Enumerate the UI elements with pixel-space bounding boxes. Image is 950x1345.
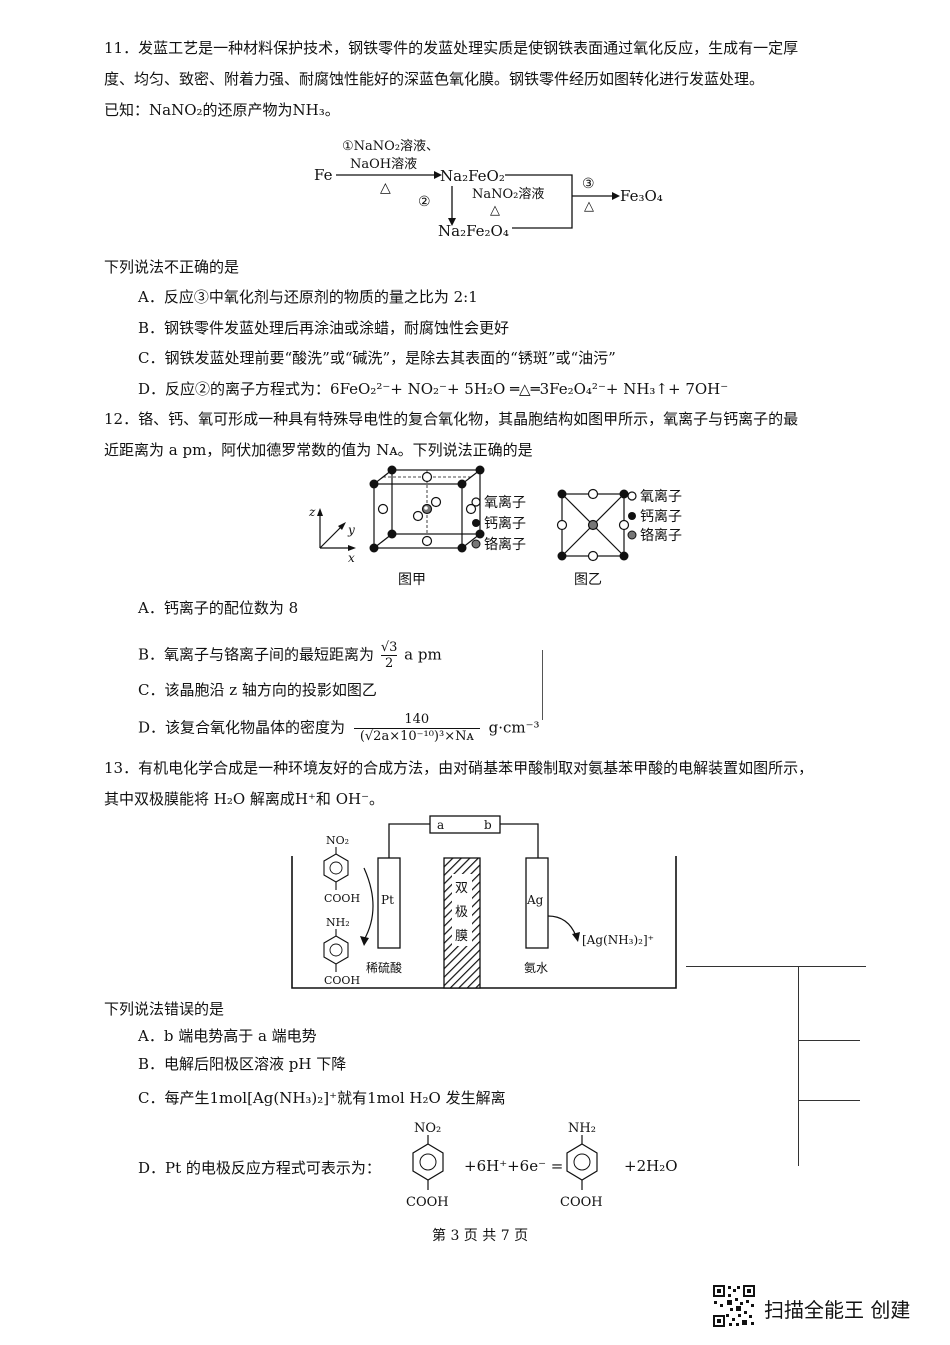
flow-heat-3: △ — [584, 199, 594, 214]
q11-question: 下列说法不正确的是 — [104, 258, 240, 276]
d-label-no2: NO₂ — [414, 1121, 441, 1136]
fig-yi: 氧离子 钙离子 铬离子 图乙 — [556, 488, 682, 588]
q13-option-c: C．每产生1mol[Ag(NH₃)₂]⁺就有1mol H₂O 发生解离 — [138, 1089, 506, 1107]
terminal-a: a — [437, 818, 444, 832]
jia-legend-oxygen: 氧离子 — [484, 494, 526, 511]
terminal-b: b — [484, 818, 492, 832]
page-number: 第 3 页 共 7 页 — [432, 1228, 529, 1244]
label-no2: NO₂ — [326, 834, 349, 847]
q12-option-d: D．该复合氧化物晶体的密度为 140 (√2a×10⁻¹⁰)³×Nᴀ g·cm⁻… — [138, 712, 540, 745]
axis-z: z — [308, 505, 316, 519]
q12-option-b-prefix: B．氧离子与铬离子间的最短距离为 — [138, 645, 375, 664]
flow-step3: ③ — [582, 176, 595, 192]
q12-option-a: A．钙离子的配位数为 8 — [138, 599, 299, 617]
scan-artifact-rule-2 — [798, 966, 799, 1166]
scan-artifact-rule-4 — [798, 1100, 860, 1101]
flow-fe3o4: Fe₃O₄ — [620, 187, 663, 205]
q12-option-d-fraction: 140 (√2a×10⁻¹⁰)³×Nᴀ — [353, 712, 480, 745]
q12-option-c: C．该晶胞沿 z 轴方向的投影如图乙 — [138, 681, 377, 699]
flow-heat-1: △ — [380, 180, 391, 196]
yi-legend-calcium: 钙离子 — [640, 508, 682, 525]
label-nh2: NH₂ — [326, 916, 350, 929]
nitrobenzoic-acid-structure: NO₂ COOH — [406, 1121, 449, 1210]
scan-artifact-rule-1 — [686, 966, 866, 967]
q11-stem-line3: 已知：NaNO₂的还原产物为NH₃。 — [104, 101, 340, 119]
q13-option-d-prefix: D．Pt 的电极反应方程式可表示为： — [138, 1159, 381, 1177]
yi-caption: 图乙 — [574, 572, 602, 588]
label-cooh-bottom: COOH — [324, 974, 360, 987]
q12-stem-line1: 12．铬、钙、氧可形成一种具有特殊导电性的复合氧化物，其晶胞结构如图甲所示，氧离… — [104, 410, 799, 428]
q11-stem-line2: 度、均匀、致密、附着力强、耐腐蚀性能好的深蓝色氧化膜。钢铁零件经历如图转化进行发… — [104, 70, 765, 88]
q11-flow-diagram: Fe ①NaNO₂溶液、 NaOH溶液 △ Na₂FeO₂ ② NaNO₂溶液 … — [314, 139, 663, 240]
q13-option-b: B．电解后阳极区溶液 pH 下降 — [138, 1055, 347, 1073]
scanner-brand: 扫描全能王 创建 — [764, 1298, 911, 1322]
d-label-nh2: NH₂ — [568, 1121, 596, 1136]
q12-option-b-suffix: a pm — [404, 645, 442, 664]
q12-option-b-denominator: 2 — [384, 656, 394, 671]
q12-option-d-denominator: (√2a×10⁻¹⁰)³×Nᴀ — [359, 729, 474, 744]
q13-option-a: A．b 端电势高于 a 端电势 — [138, 1027, 317, 1045]
q12-option-d-numerator: 140 — [353, 712, 480, 729]
flow-step1-line2: NaOH溶液 — [350, 157, 417, 172]
label-ammonia: 氨水 — [524, 961, 548, 975]
flow-na2fe2o4: Na₂Fe₂O₄ — [438, 222, 509, 240]
q13-option-d-suffix: +2H₂O — [624, 1157, 678, 1175]
q11-option-a: A．反应③中氧化剂与还原剂的物质的量之比为 2:1 — [138, 288, 478, 306]
axis-y: y — [347, 523, 355, 537]
jia-legend-chromium: 铬离子 — [484, 536, 526, 553]
flow-step2: ② — [418, 194, 431, 210]
aminobenzoic-acid-structure: NH₂ COOH — [560, 1121, 603, 1210]
label-cooh-top: COOH — [324, 892, 360, 905]
q12-option-b: B．氧离子与铬离子间的最短距离为 √3 2 a pm — [138, 640, 442, 671]
d-label-cooh-2: COOH — [560, 1195, 603, 1210]
jia-legend-calcium: 钙离子 — [484, 515, 526, 532]
q13-question: 下列说法错误的是 — [104, 1000, 225, 1018]
electrode-ag: Ag — [526, 893, 544, 907]
yi-legend-chromium: 铬离子 — [640, 527, 682, 544]
q13-option-d-middle: +6H⁺+6e⁻ = — [464, 1157, 564, 1175]
q12-stem-line2: 近距离为 a pm，阿伏加德罗常数的值为 Nᴀ。下列说法正确的是 — [104, 441, 533, 459]
qr-code-icon — [712, 1284, 756, 1328]
flow-na2feo2: Na₂FeO₂ — [440, 167, 505, 185]
q12-option-d-prefix: D．该复合氧化物晶体的密度为 — [138, 718, 346, 737]
q12-option-d-unit: g·cm⁻³ — [488, 718, 540, 737]
flow-step2-reagent: NaNO₂溶液 — [472, 187, 544, 202]
q13-stem-line1: 13．有机电化学合成是一种环境友好的合成方法，由对硝基苯甲酸制取对氨基苯甲酸的电… — [104, 759, 814, 777]
scan-artifact-rule-3 — [798, 1040, 860, 1041]
q11-option-d: D．反应②的离子方程式为：6FeO₂²⁻+ NO₂⁻+ 5H₂O ═△═3Fe₂… — [138, 380, 729, 398]
electrode-pt: Pt — [381, 893, 394, 907]
d-label-cooh-1: COOH — [406, 1195, 449, 1210]
q11-option-b: B．钢铁零件发蓝处理后再涂油或涂蜡，耐腐蚀性会更好 — [138, 319, 510, 337]
q11-option-c: C．钢铁发蓝处理前要“酸洗”或“碱洗”，是除去其表面的“锈斑”或“油污” — [138, 349, 616, 367]
axis-x: x — [348, 551, 355, 565]
electrolysis-apparatus: a b Pt Ag 双 极 膜 NO₂ COOH NH₂ COOH [Ag(NH… — [291, 815, 677, 989]
q11-stem-line1: 11．发蓝工艺是一种材料保护技术，钢铁零件的发蓝处理实质是使钢铁表面通过氧化反应… — [104, 39, 799, 57]
label-complex: [Ag(NH₃)₂]⁺ — [582, 933, 654, 947]
scan-artifact-line — [542, 650, 543, 720]
flow-step1-line1: ①NaNO₂溶液、 — [342, 139, 439, 154]
jia-caption: 图甲 — [398, 572, 426, 588]
fig-jia: z y x 氧离子 钙离子 铬离子 图甲 — [308, 465, 526, 588]
membrane-char-3: 膜 — [455, 929, 468, 944]
q13-stem-line2: 其中双极膜能将 H₂O 解离成H⁺和 OH⁻。 — [104, 790, 384, 808]
q12-option-b-numerator: √3 — [380, 640, 398, 656]
label-dilute-sulfuric: 稀硫酸 — [366, 960, 402, 975]
membrane-char-1: 双 — [455, 881, 468, 896]
flow-fe: Fe — [314, 166, 333, 184]
flow-heat-2: △ — [490, 203, 500, 218]
yi-legend-oxygen: 氧离子 — [640, 488, 682, 505]
q12-option-b-fraction: √3 2 — [380, 640, 398, 671]
membrane-char-2: 极 — [455, 905, 468, 920]
